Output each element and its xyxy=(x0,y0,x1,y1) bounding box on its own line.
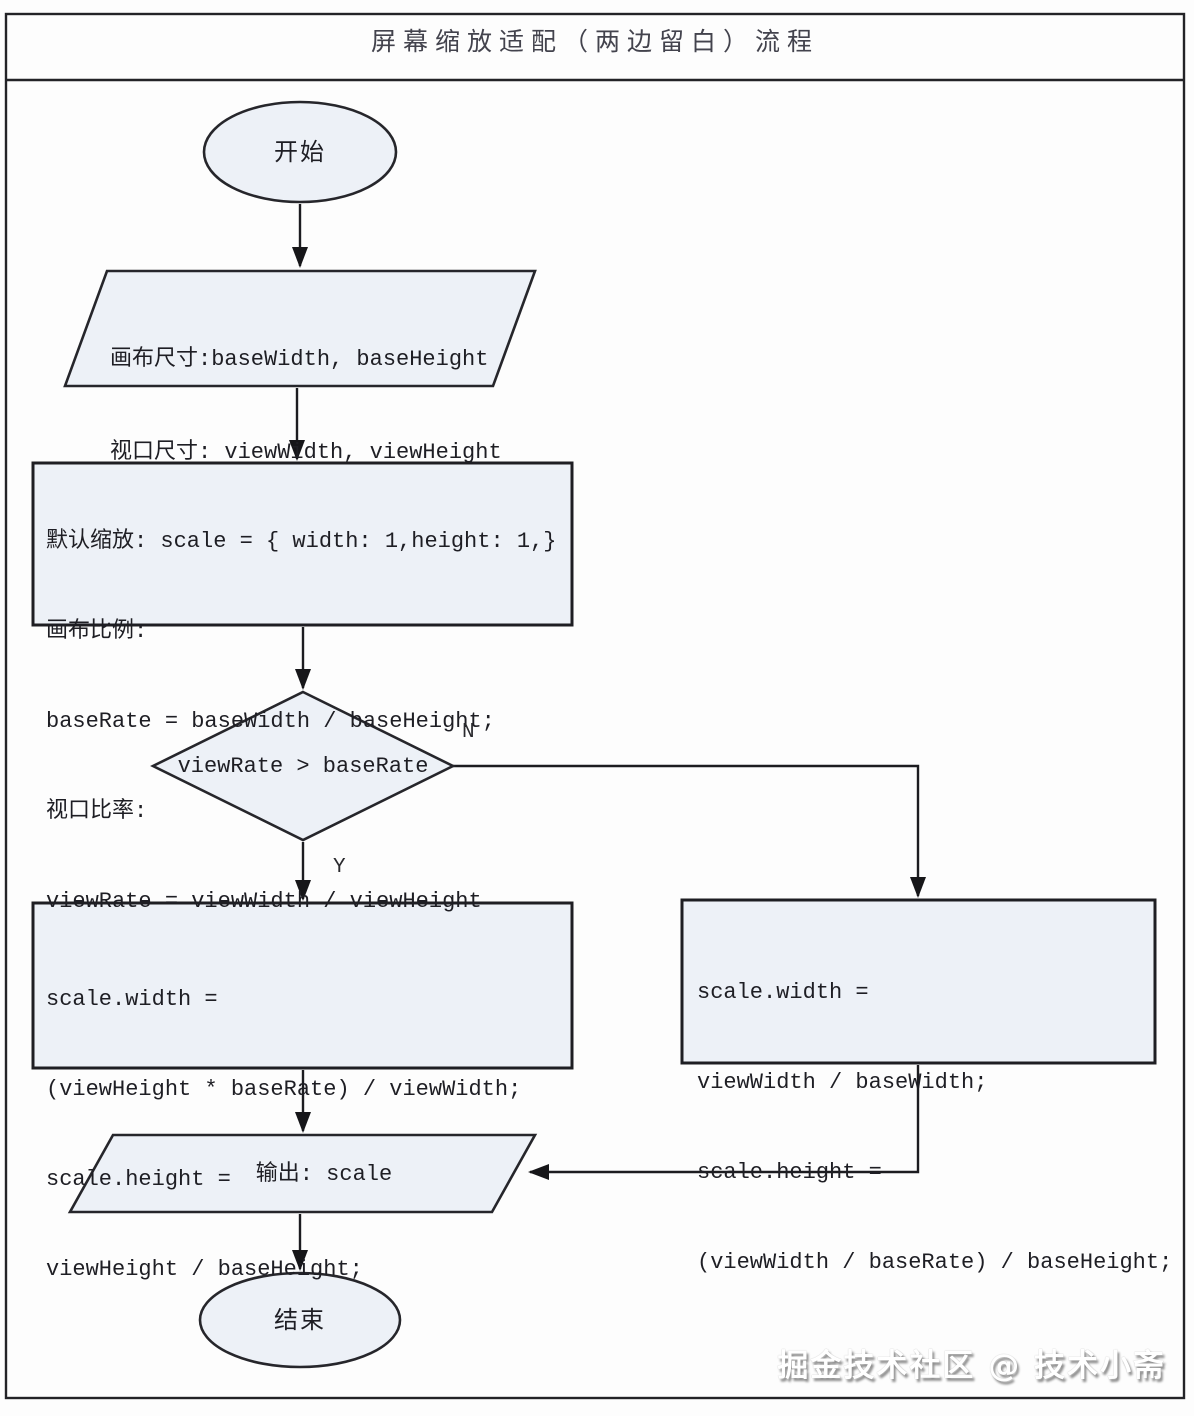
end-label: 结束 xyxy=(274,1306,326,1334)
decision-yes-letter: Y xyxy=(333,856,346,879)
diagram-title: 屏幕缩放适配（两边留白）流程 xyxy=(370,27,819,56)
yes-branch-line: viewHeight / baseHeight; xyxy=(46,1257,363,1282)
init-line: viewRate = viewWidth / viewHeight xyxy=(46,889,482,914)
yes-branch-text-block: scale.width = (viewHeight * baseRate) / … xyxy=(46,925,521,1345)
init-line: 视口比率: xyxy=(46,799,148,824)
init-text-block: 默认缩放: scale = { width: 1,height: 1,} 画布比… xyxy=(46,467,556,977)
no-branch-line: (viewWidth / baseRate) / baseHeight; xyxy=(697,1250,1173,1275)
watermark-text: 掘金技术社区 @ 技术小斋 xyxy=(777,1348,1166,1384)
decision-no-letter: N xyxy=(462,721,475,744)
diagram-frame xyxy=(4,12,1186,1400)
no-branch-line: viewWidth / baseWidth; xyxy=(697,1070,988,1095)
connector-decision-no xyxy=(453,764,926,898)
start-terminator-shape xyxy=(202,100,398,204)
init-process-shape xyxy=(31,461,574,627)
input-line: 视口尺寸: viewWidth, viewHeight xyxy=(110,440,502,465)
no-branch-line: scale.height = xyxy=(697,1160,882,1185)
output-label: 输出: scale xyxy=(255,1162,393,1187)
output-parallelogram-shape xyxy=(67,1133,538,1214)
input-line: 画布尺寸:baseWidth, baseHeight xyxy=(110,347,489,372)
yes-branch-line: scale.width = xyxy=(46,987,218,1012)
init-line: baseRate = baseWidth / baseHeight; xyxy=(46,709,495,734)
input-text-block: 画布尺寸:baseWidth, baseHeight 视口尺寸: viewWid… xyxy=(110,282,502,530)
end-terminator-shape xyxy=(198,1271,402,1369)
start-label: 开始 xyxy=(274,138,326,166)
init-line: 画布比例: xyxy=(46,619,148,644)
no-branch-text-block: scale.width = viewWidth / baseWidth; sca… xyxy=(697,918,1172,1338)
yes-branch-line: scale.height = xyxy=(46,1167,231,1192)
no-branch-process-shape xyxy=(680,898,1157,1065)
connector-nobox-to-output xyxy=(528,1065,920,1180)
decision-diamond-shape xyxy=(150,690,456,842)
decision-label: viewRate > baseRate xyxy=(177,754,429,779)
yes-branch-line: (viewHeight * baseRate) / viewWidth; xyxy=(46,1077,522,1102)
init-line: 默认缩放: scale = { width: 1,height: 1,} xyxy=(46,529,557,554)
no-branch-line: scale.width = xyxy=(697,980,869,1005)
input-parallelogram-shape xyxy=(63,269,537,388)
yes-branch-process-shape xyxy=(31,901,574,1070)
